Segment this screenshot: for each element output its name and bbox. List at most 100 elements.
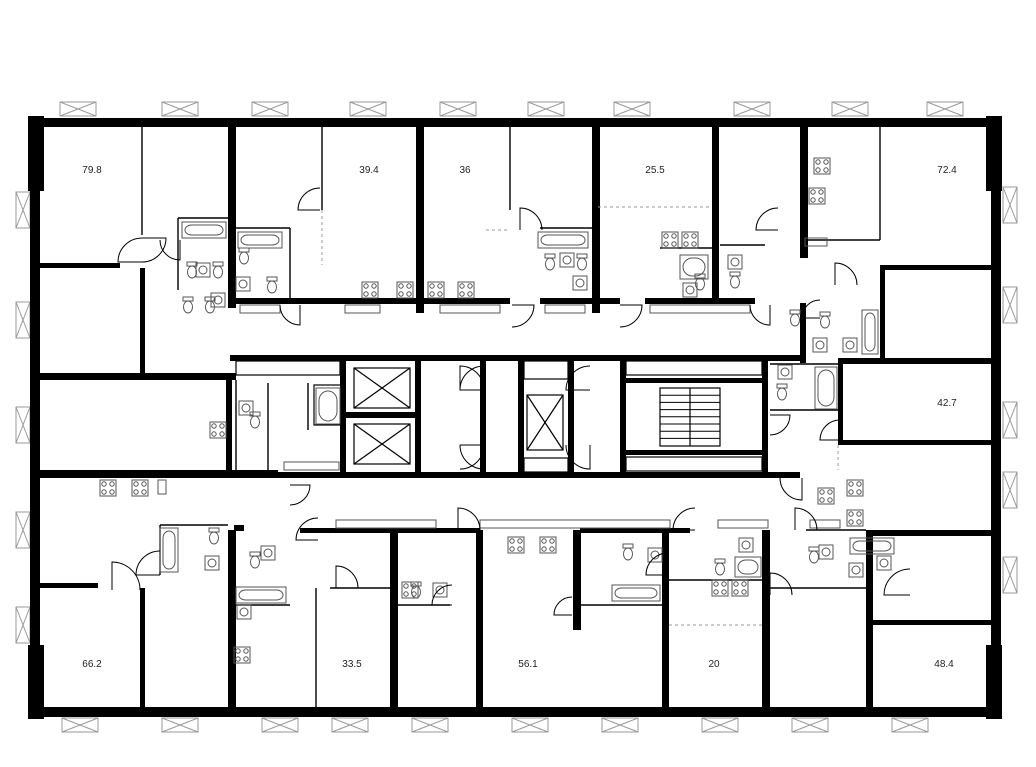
wall [476,530,483,710]
bathtub-icon [849,537,895,555]
fixtures-layer [99,157,895,664]
stove-icon [209,421,227,439]
door-swing-icon [459,444,485,470]
toilet-icon [729,271,741,289]
wall [226,380,232,475]
sink-icon [210,292,226,308]
outer-wall-right [991,118,1001,717]
toilet-icon [789,309,801,327]
bathtub-icon [679,254,709,280]
core-fixtures [235,360,763,473]
window-icon [411,717,449,733]
door-swing-icon [794,507,818,531]
window-icon [701,717,739,733]
stove-icon [457,281,475,299]
window-icon [733,101,771,117]
stove-icon [507,536,525,554]
door-swing-icon [335,565,359,589]
wall [645,298,755,304]
toilet-icon [238,247,250,265]
door-swing-icon [459,365,485,391]
wall [390,530,398,710]
door-swing-icon [511,304,535,328]
door-swing-icon [769,572,793,596]
wall [230,472,800,478]
sink-icon [818,544,834,560]
doors-layer [111,187,911,616]
wall [573,530,581,630]
wall [228,118,236,308]
wall [140,268,145,376]
apt-area-72-4: 72.4 [937,165,957,176]
wall [838,440,996,445]
counter [235,360,341,376]
sink-icon [235,276,251,292]
corner-pier-top-right [986,116,1002,191]
door-swing-icon [749,304,771,326]
apt-area-25-5: 25.5 [645,165,665,176]
window-icon [331,717,369,733]
door-swing-icon [289,484,311,506]
counter [544,304,586,314]
counter [344,304,381,314]
counter [335,519,437,529]
toilet-icon [544,253,556,271]
door-swing-icon [834,262,858,286]
counter [804,237,828,247]
wall [38,583,98,588]
window-icon [59,101,97,117]
toilet-icon [622,543,634,561]
apt-area-36: 36 [459,165,471,176]
counter [439,304,501,314]
wall [592,118,600,313]
counter [809,519,841,529]
wall [568,361,574,472]
window-icon [161,101,199,117]
outer-wall-top [30,118,1000,127]
outer-wall-bottom [30,707,1000,717]
counter [283,461,340,471]
stove-icon [99,479,117,497]
bathtub-icon [237,231,283,249]
door-swing-icon [819,419,841,441]
stove-icon [846,479,864,497]
shaft [313,384,343,426]
door-swing-icon [159,239,181,261]
window-icon [15,511,31,549]
wall [838,364,843,444]
bathtub-icon [611,584,661,602]
wall [230,355,800,361]
door-swing-icon [135,550,161,576]
wall [800,303,806,363]
sink-icon [842,337,858,353]
wall [626,450,762,455]
elevator-icon [353,423,411,465]
sink-icon [572,275,588,291]
wall [662,530,669,710]
sink-icon [848,562,864,578]
bathtub-icon [235,586,287,604]
corner-pier-top-left [28,116,44,191]
apt-area-56-1: 56.1 [518,659,538,670]
counter [479,519,671,529]
window-icon [61,717,99,733]
wall [234,525,244,531]
sink-icon [236,604,252,620]
window-icon [1002,556,1018,594]
bathtub-icon [734,556,762,578]
window-icon [891,717,929,733]
door-swing-icon [645,552,669,576]
toilet-icon [266,276,278,294]
toilet-icon [182,296,194,314]
wall [620,361,626,472]
stove-icon [401,581,419,599]
door-swing-icon [565,444,591,470]
wall [340,361,346,472]
bathtub-icon [814,366,838,410]
wall [415,361,421,472]
wall [866,530,996,536]
toilet-icon [714,558,726,576]
apt-area-42-7: 42.7 [937,398,957,409]
door-swing-icon [801,299,821,319]
